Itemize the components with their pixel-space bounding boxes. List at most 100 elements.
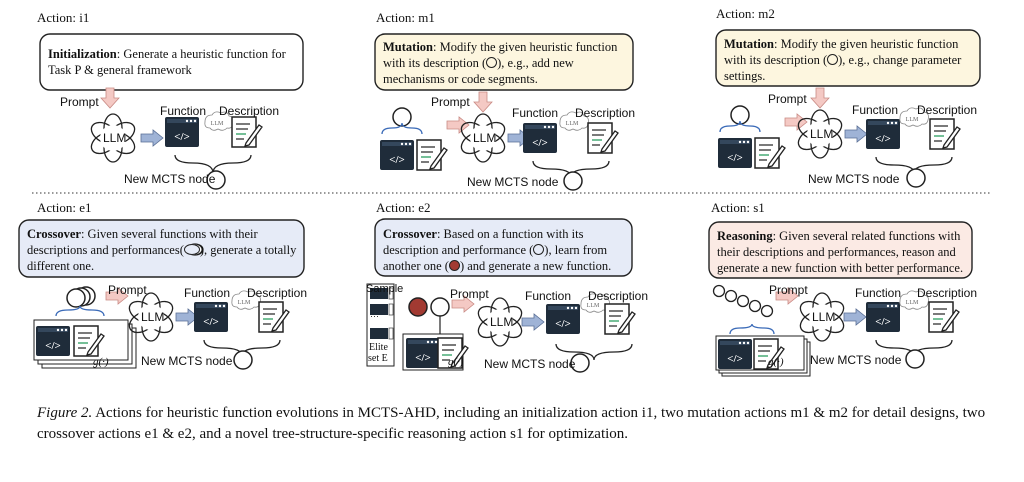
arrow-to-function	[140, 129, 164, 147]
new-node-label: New MCTS node	[124, 172, 216, 186]
caption-text: Actions for heuristic function evolution…	[37, 405, 986, 442]
mcts-node-icon	[570, 353, 590, 373]
sample-node-icon	[448, 260, 460, 271]
input-code-icon	[380, 140, 414, 170]
function-label: Function	[525, 289, 572, 303]
stacked-nodes-icon	[66, 286, 96, 308]
stacked-functions-icon	[715, 335, 811, 377]
llm-label: LLM	[141, 310, 165, 324]
action-label-e2: Action: e2	[376, 200, 431, 215]
parent-node-icon	[392, 107, 412, 127]
llm-label: LLM	[810, 127, 834, 141]
function-label: Function	[852, 103, 899, 117]
action-label-e1: Action: e1	[37, 200, 92, 215]
function-code-icon	[165, 117, 199, 147]
llm-label: LLM	[103, 131, 127, 145]
mcts-node-icon	[905, 349, 925, 369]
node-circle-icon	[827, 54, 839, 65]
box-text-m2: Mutation: Modify the given heuristic fun…	[724, 37, 962, 83]
action-label-s1: Action: s1	[711, 200, 765, 215]
function-code-icon	[866, 302, 900, 332]
sample-label: Sample	[366, 283, 404, 295]
arrow-to-llm	[446, 116, 470, 134]
stacked-functions-icon	[33, 319, 137, 369]
action-label-m2: Action: m2	[716, 6, 775, 21]
function-label: Function	[512, 106, 559, 120]
node-chain-icon	[712, 284, 774, 318]
new-node-label: New MCTS node	[808, 172, 900, 186]
action-label-i1: Action: i1	[37, 10, 90, 25]
mcts-node-icon	[563, 171, 583, 191]
box-text-s1: Reasoning: Given several related functio…	[717, 229, 964, 275]
prompt-arrow	[810, 87, 830, 109]
panel-e2	[366, 218, 636, 373]
elite-dots: ···	[370, 311, 379, 321]
function-code-icon	[523, 123, 557, 153]
input-doc-icon	[416, 139, 448, 171]
panel-s1	[708, 221, 973, 377]
description-doc-icon	[929, 118, 961, 150]
elite-set-label: set E	[368, 353, 388, 364]
box-text-i1: Initialization: Generate a heuristic fun…	[48, 47, 286, 77]
description-label: Description	[917, 286, 978, 300]
description-label: Description	[588, 289, 649, 303]
mcts-node-icon	[906, 168, 926, 188]
panel-i1	[39, 33, 304, 190]
box-crossover-1	[18, 219, 305, 278]
panel-m1	[374, 33, 634, 191]
description-label: Description	[247, 286, 308, 300]
new-node-label: New MCTS node	[484, 357, 576, 371]
g-function-label: g(·)	[93, 356, 109, 368]
node-circle-icon	[533, 244, 545, 255]
diagram-canvas: </> LLM	[18, 29, 990, 377]
stacked-nodes-icon	[183, 244, 200, 255]
prompt-label: Prompt	[60, 95, 99, 109]
description-doc-icon	[587, 122, 619, 154]
caption-figure-number: Figure 2.	[37, 405, 93, 421]
prompt-label: Prompt	[431, 95, 470, 109]
prompt-label: Prompt	[769, 283, 808, 297]
llm-label: LLM	[473, 131, 497, 145]
panel-e1	[18, 219, 305, 370]
box-mutation-1	[374, 33, 634, 91]
mcts-node-icon	[206, 170, 226, 190]
function-code-icon	[546, 304, 580, 334]
prompt-label: Prompt	[108, 283, 147, 297]
arrow-to-llm	[784, 113, 808, 131]
box-crossover-2	[374, 218, 633, 277]
new-node-label: New MCTS node	[467, 175, 559, 189]
prompt-label: Prompt	[450, 287, 489, 301]
arrow-to-function	[521, 313, 545, 331]
llm-label: LLM	[490, 315, 514, 329]
input-doc-icon	[754, 137, 786, 169]
figure-caption: Figure 2. Actions for heuristic function…	[37, 403, 1012, 445]
function-label: Function	[184, 286, 231, 300]
description-doc-icon	[928, 301, 960, 333]
box-reasoning	[708, 221, 973, 279]
mcts-node-icon	[233, 350, 253, 370]
input-function-icon	[402, 333, 469, 371]
box-text-m1: Mutation: Modify the given heuristic fun…	[383, 40, 618, 86]
description-label: Description	[575, 106, 636, 120]
function-code-icon	[866, 119, 900, 149]
function-label: Function	[855, 286, 902, 300]
action-label-m1: Action: m1	[376, 10, 435, 25]
description-label: Description	[917, 103, 978, 117]
prompt-label: Prompt	[768, 92, 807, 106]
prompt-arrow	[473, 91, 493, 113]
new-node-label: New MCTS node	[141, 354, 233, 368]
g-function-label: g(·)	[768, 356, 784, 368]
description-doc-icon	[604, 303, 636, 335]
brace	[174, 154, 252, 174]
panel-m2	[715, 29, 981, 188]
arrow-to-function	[843, 308, 867, 326]
sample-node-icon	[408, 297, 428, 317]
input-code-icon	[718, 138, 752, 168]
description-doc-icon	[231, 116, 263, 148]
box-text-e2: Crossover: Based on a function with its …	[383, 227, 612, 273]
node-circle-icon	[486, 57, 498, 68]
description-label: Description	[219, 104, 280, 118]
elite-label: Elite	[369, 342, 388, 353]
box-text-e1: Crossover: Given several functions with …	[27, 227, 297, 273]
parent-node-icon	[430, 297, 450, 317]
